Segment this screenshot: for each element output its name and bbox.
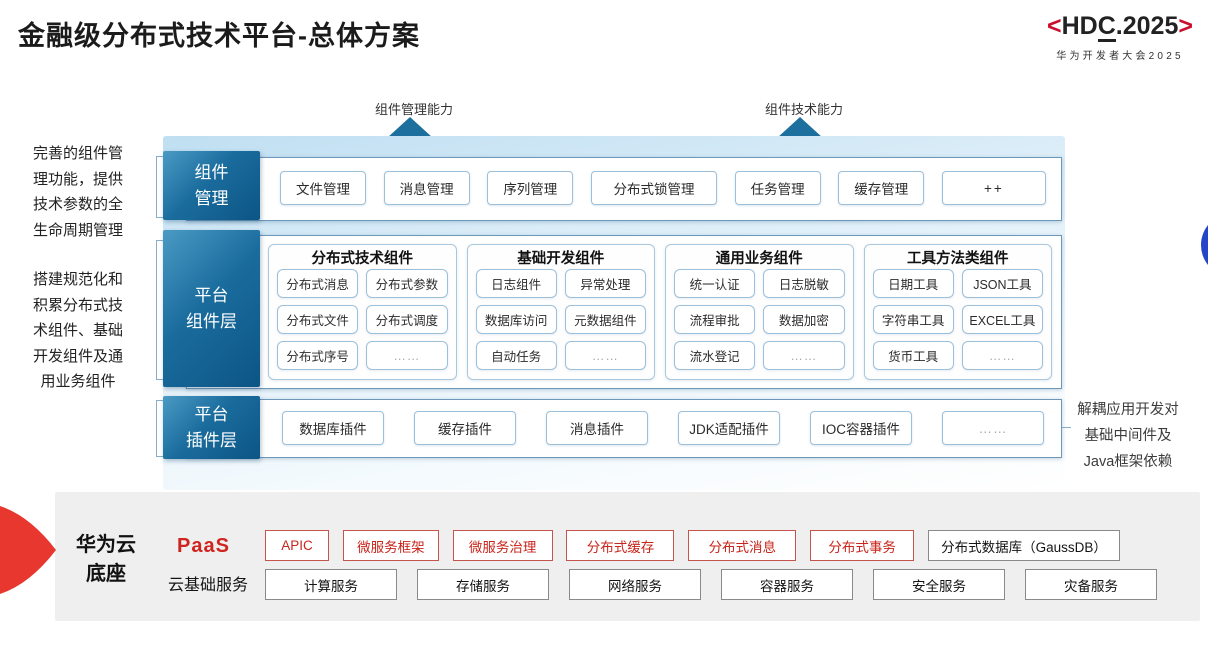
cloud-service-item: 安全服务 bbox=[873, 569, 1005, 600]
paas-item: APIC bbox=[265, 530, 329, 561]
management-item-plus: ++ bbox=[941, 171, 1046, 205]
component-item: 分布式消息 bbox=[277, 269, 359, 298]
arrow-head bbox=[777, 117, 823, 138]
group-common-business: 通用业务组件 统一认证 日志脱敏 流程审批 数据加密 流水登记 …… bbox=[665, 244, 854, 380]
arrow-head bbox=[387, 117, 433, 138]
paas-items: APIC 微服务框架 微服务治理 分布式缓存 分布式消息 分布式事务 分布式数据… bbox=[265, 529, 1120, 562]
note-component-management: 完善的组件管理功能，提供技术参数的全生命周期管理 bbox=[32, 145, 123, 239]
management-item: 消息管理 bbox=[383, 171, 470, 205]
left-bracket-decoration bbox=[156, 156, 163, 218]
paas-item: 微服务治理 bbox=[452, 530, 553, 561]
capability-label-technical: 组件技术能力 bbox=[765, 102, 844, 117]
cloud-service-item: 网络服务 bbox=[569, 569, 701, 600]
management-item: 文件管理 bbox=[280, 171, 366, 205]
plugin-item: 数据库插件 bbox=[282, 411, 384, 445]
component-item: 统一认证 bbox=[674, 269, 756, 298]
cloud-service-item: 存储服务 bbox=[417, 569, 549, 600]
logo-prefix: HD bbox=[1061, 12, 1098, 40]
group-title: 通用业务组件 bbox=[715, 250, 803, 267]
row-label-component-management: 组件 管理 bbox=[163, 151, 260, 220]
row-label-platform-plugins: 平台 插件层 bbox=[163, 396, 260, 459]
component-item-more: …… bbox=[763, 341, 845, 370]
group-title: 工具方法类组件 bbox=[907, 250, 1009, 267]
management-item: 任务管理 bbox=[734, 171, 821, 205]
cloud-service-items: 计算服务 存储服务 网络服务 容器服务 安全服务 灾备服务 bbox=[265, 568, 1157, 601]
row-label-platform-components: 平台 组件层 bbox=[163, 230, 260, 387]
component-management-items: 文件管理 消息管理 序列管理 分布式锁管理 任务管理 缓存管理 ++ bbox=[280, 169, 1046, 207]
logo-underlined-letter: C bbox=[1097, 12, 1116, 42]
paas-item: 分布式事务 bbox=[810, 530, 915, 561]
paas-item: 分布式缓存 bbox=[566, 530, 675, 561]
component-item-more: …… bbox=[366, 341, 448, 370]
cloud-service-item: 灾备服务 bbox=[1025, 569, 1157, 600]
paas-label: PaaS bbox=[177, 535, 230, 557]
logo-left-bracket: < bbox=[1047, 12, 1062, 40]
plugin-item-more: …… bbox=[942, 411, 1044, 445]
group-basic-dev: 基础开发组件 日志组件 异常处理 数据库访问 元数据组件 自动任务 …… bbox=[466, 244, 655, 380]
plugin-item: IOC容器插件 bbox=[810, 411, 912, 445]
capability-label-management: 组件管理能力 bbox=[375, 102, 454, 117]
component-item: 日期工具 bbox=[872, 269, 954, 298]
paas-item: 分布式消息 bbox=[688, 530, 797, 561]
component-item: 日志组件 bbox=[475, 269, 557, 298]
component-groups: 分布式技术组件 分布式消息 分布式参数 分布式文件 分布式调度 分布式序号 ……… bbox=[268, 244, 1052, 380]
group-grid: 日志组件 异常处理 数据库访问 元数据组件 自动任务 …… bbox=[468, 269, 655, 379]
logo-suffix: .2025 bbox=[1115, 12, 1179, 40]
management-item: 序列管理 bbox=[487, 171, 574, 205]
component-item: 分布式调度 bbox=[366, 305, 448, 334]
page-title: 金融级分布式技术平台-总体方案 bbox=[18, 21, 420, 51]
plugin-item: 缓存插件 bbox=[414, 411, 516, 445]
right-note-connector bbox=[1062, 427, 1071, 428]
cloud-service-item: 容器服务 bbox=[721, 569, 853, 600]
group-grid: 统一认证 日志脱敏 流程审批 数据加密 流水登记 …… bbox=[666, 269, 853, 379]
component-item: 分布式序号 bbox=[277, 341, 359, 370]
paas-item-gaussdb: 分布式数据库（GaussDB） bbox=[927, 530, 1120, 561]
group-tool-methods: 工具方法类组件 日期工具 JSON工具 字符串工具 EXCEL工具 货币工具 …… bbox=[863, 244, 1052, 380]
group-title: 分布式技术组件 bbox=[311, 250, 414, 267]
component-item: 元数据组件 bbox=[564, 305, 646, 334]
hdc-2025-logo: <HDC.2025> 华为开发者大会2025 bbox=[1032, 12, 1208, 62]
hdc-logo-wordmark: <HDC.2025> bbox=[1032, 12, 1208, 42]
logo-subtitle: 华为开发者大会2025 bbox=[1056, 51, 1184, 62]
plugin-item: 消息插件 bbox=[546, 411, 648, 445]
component-item-more: …… bbox=[961, 341, 1043, 370]
note-plugin-layer: 解耦应用开发对基础中间件及Java框架依赖 bbox=[1077, 402, 1179, 470]
red-wedge-icon bbox=[0, 506, 56, 594]
management-item: 分布式锁管理 bbox=[590, 171, 717, 205]
cloud-services-label: 云基础服务 bbox=[168, 577, 249, 594]
component-item: 货币工具 bbox=[872, 341, 954, 370]
component-item: 日志脱敏 bbox=[763, 269, 845, 298]
component-item: 分布式文件 bbox=[277, 305, 359, 334]
group-grid: 分布式消息 分布式参数 分布式文件 分布式调度 分布式序号 …… bbox=[269, 269, 456, 379]
paas-item: 微服务框架 bbox=[342, 530, 439, 561]
group-grid: 日期工具 JSON工具 字符串工具 EXCEL工具 货币工具 …… bbox=[865, 269, 1052, 379]
component-item: 分布式参数 bbox=[366, 269, 448, 298]
component-item-more: …… bbox=[564, 341, 646, 370]
component-item: 异常处理 bbox=[564, 269, 646, 298]
management-item: 缓存管理 bbox=[838, 171, 925, 205]
component-item: 数据库访问 bbox=[475, 305, 557, 334]
blue-half-circle-icon bbox=[1201, 213, 1208, 277]
component-item: 字符串工具 bbox=[872, 305, 954, 334]
group-distributed-tech: 分布式技术组件 分布式消息 分布式参数 分布式文件 分布式调度 分布式序号 …… bbox=[268, 244, 457, 380]
left-bracket-decoration bbox=[156, 400, 163, 457]
cloud-service-item: 计算服务 bbox=[265, 569, 397, 600]
component-item: JSON工具 bbox=[961, 269, 1043, 298]
group-title: 基础开发组件 bbox=[517, 250, 605, 267]
component-item: 自动任务 bbox=[475, 341, 557, 370]
logo-right-bracket: > bbox=[1178, 12, 1193, 40]
component-item: 流程审批 bbox=[674, 305, 756, 334]
component-item: 数据加密 bbox=[763, 305, 845, 334]
plugin-items: 数据库插件 缓存插件 消息插件 JDK适配插件 IOC容器插件 …… bbox=[282, 410, 1044, 446]
component-item: 流水登记 bbox=[674, 341, 756, 370]
plugin-item: JDK适配插件 bbox=[678, 411, 780, 445]
note-component-layer: 搭建规范化和积累分布式技术组件、基础开发组件及通用业务组件 bbox=[32, 271, 123, 390]
foundation-label: 华为云 底座 bbox=[76, 534, 136, 585]
left-bracket-decoration bbox=[156, 240, 163, 380]
component-item: EXCEL工具 bbox=[961, 305, 1043, 334]
